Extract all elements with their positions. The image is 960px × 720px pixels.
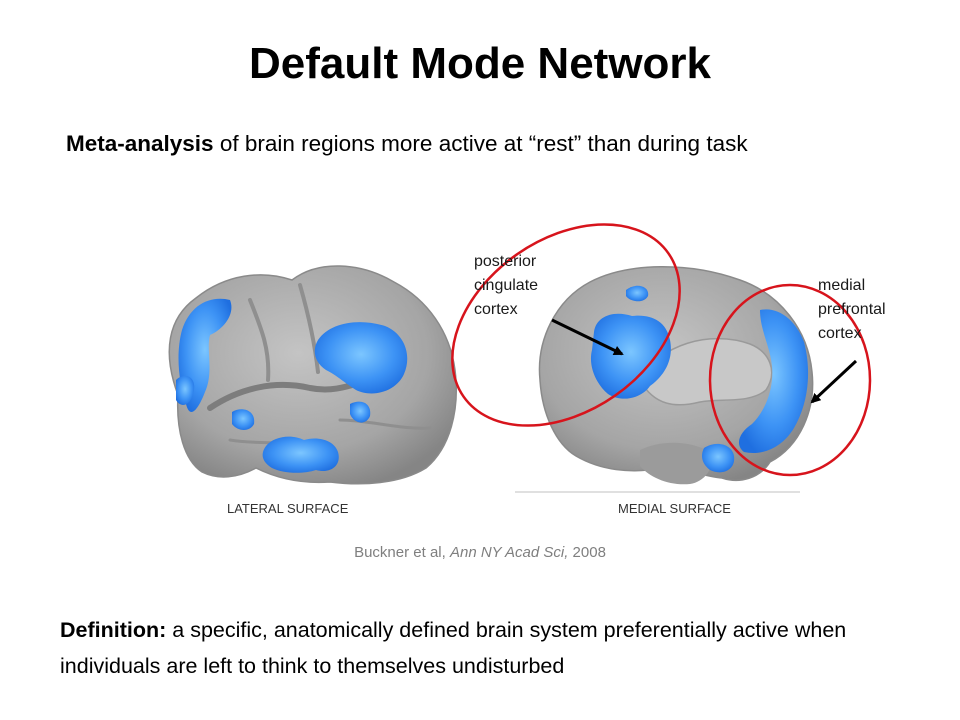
definition-heading: Definition: xyxy=(60,618,167,642)
medial-activation-precuneus-top xyxy=(626,285,649,302)
lateral-activation-temporal-2 xyxy=(232,409,255,430)
posterior-label-line-2: cingulate xyxy=(474,277,539,294)
medial-prefrontal-highlight-circle xyxy=(708,283,872,477)
medial-label-line-1: medial xyxy=(818,277,866,294)
posterior-cingulate-arrow xyxy=(551,318,624,356)
posterior-label-line-3: cortex xyxy=(474,301,518,318)
medial-activation-prefrontal-lower xyxy=(702,443,735,473)
citation-year: 2008 xyxy=(568,544,606,561)
lateral-sulcus-2 xyxy=(248,298,271,382)
medial-prefrontal-arrow xyxy=(810,359,858,404)
medial-activation-posterior-cingulate xyxy=(590,313,671,399)
medial-surface-label: MEDIAL SURFACE xyxy=(618,501,731,516)
citation-authors: Buckner et al, xyxy=(354,544,450,561)
slide-subtitle: Meta-analysis of brain regions more acti… xyxy=(66,128,748,160)
definition-text: Definition: a specific, anatomically def… xyxy=(60,612,920,684)
lateral-activation-temporal-3 xyxy=(350,401,371,423)
medial-corpus-callosum xyxy=(639,337,773,406)
posterior-cingulate-label: posterior cingulate cortex xyxy=(474,250,538,322)
lateral-brain xyxy=(168,265,457,485)
lateral-activation-frontal-spot xyxy=(176,375,195,405)
citation-journal: Ann NY Acad Sci, xyxy=(449,544,569,561)
lateral-activation-temporal xyxy=(262,436,339,473)
subtitle-bold: Meta-analysis xyxy=(66,131,214,156)
definition-body: a specific, anatomically defined brain s… xyxy=(60,618,847,678)
lateral-activation-parietal xyxy=(314,322,408,394)
medial-brainstem xyxy=(640,442,712,485)
citation: Buckner et al, Ann NY Acad Sci, 2008 xyxy=(0,543,960,563)
subtitle-rest: of brain regions more active at “rest” t… xyxy=(213,131,748,156)
posterior-label-line-1: posterior xyxy=(474,253,537,270)
medial-brain xyxy=(538,266,814,485)
medial-activation-prefrontal xyxy=(738,309,809,453)
medial-prefrontal-label: medial prefrontal cortex xyxy=(818,274,886,346)
medial-label-line-2: prefrontal xyxy=(818,301,886,318)
lateral-sulcus-3 xyxy=(298,283,320,374)
medial-label-line-3: cortex xyxy=(818,325,862,342)
lateral-sulcus-4 xyxy=(338,418,432,430)
slide-title: Default Mode Network xyxy=(248,39,712,88)
lateral-surface-label: LATERAL SURFACE xyxy=(227,501,349,516)
posterior-cingulate-highlight-circle xyxy=(451,223,681,427)
